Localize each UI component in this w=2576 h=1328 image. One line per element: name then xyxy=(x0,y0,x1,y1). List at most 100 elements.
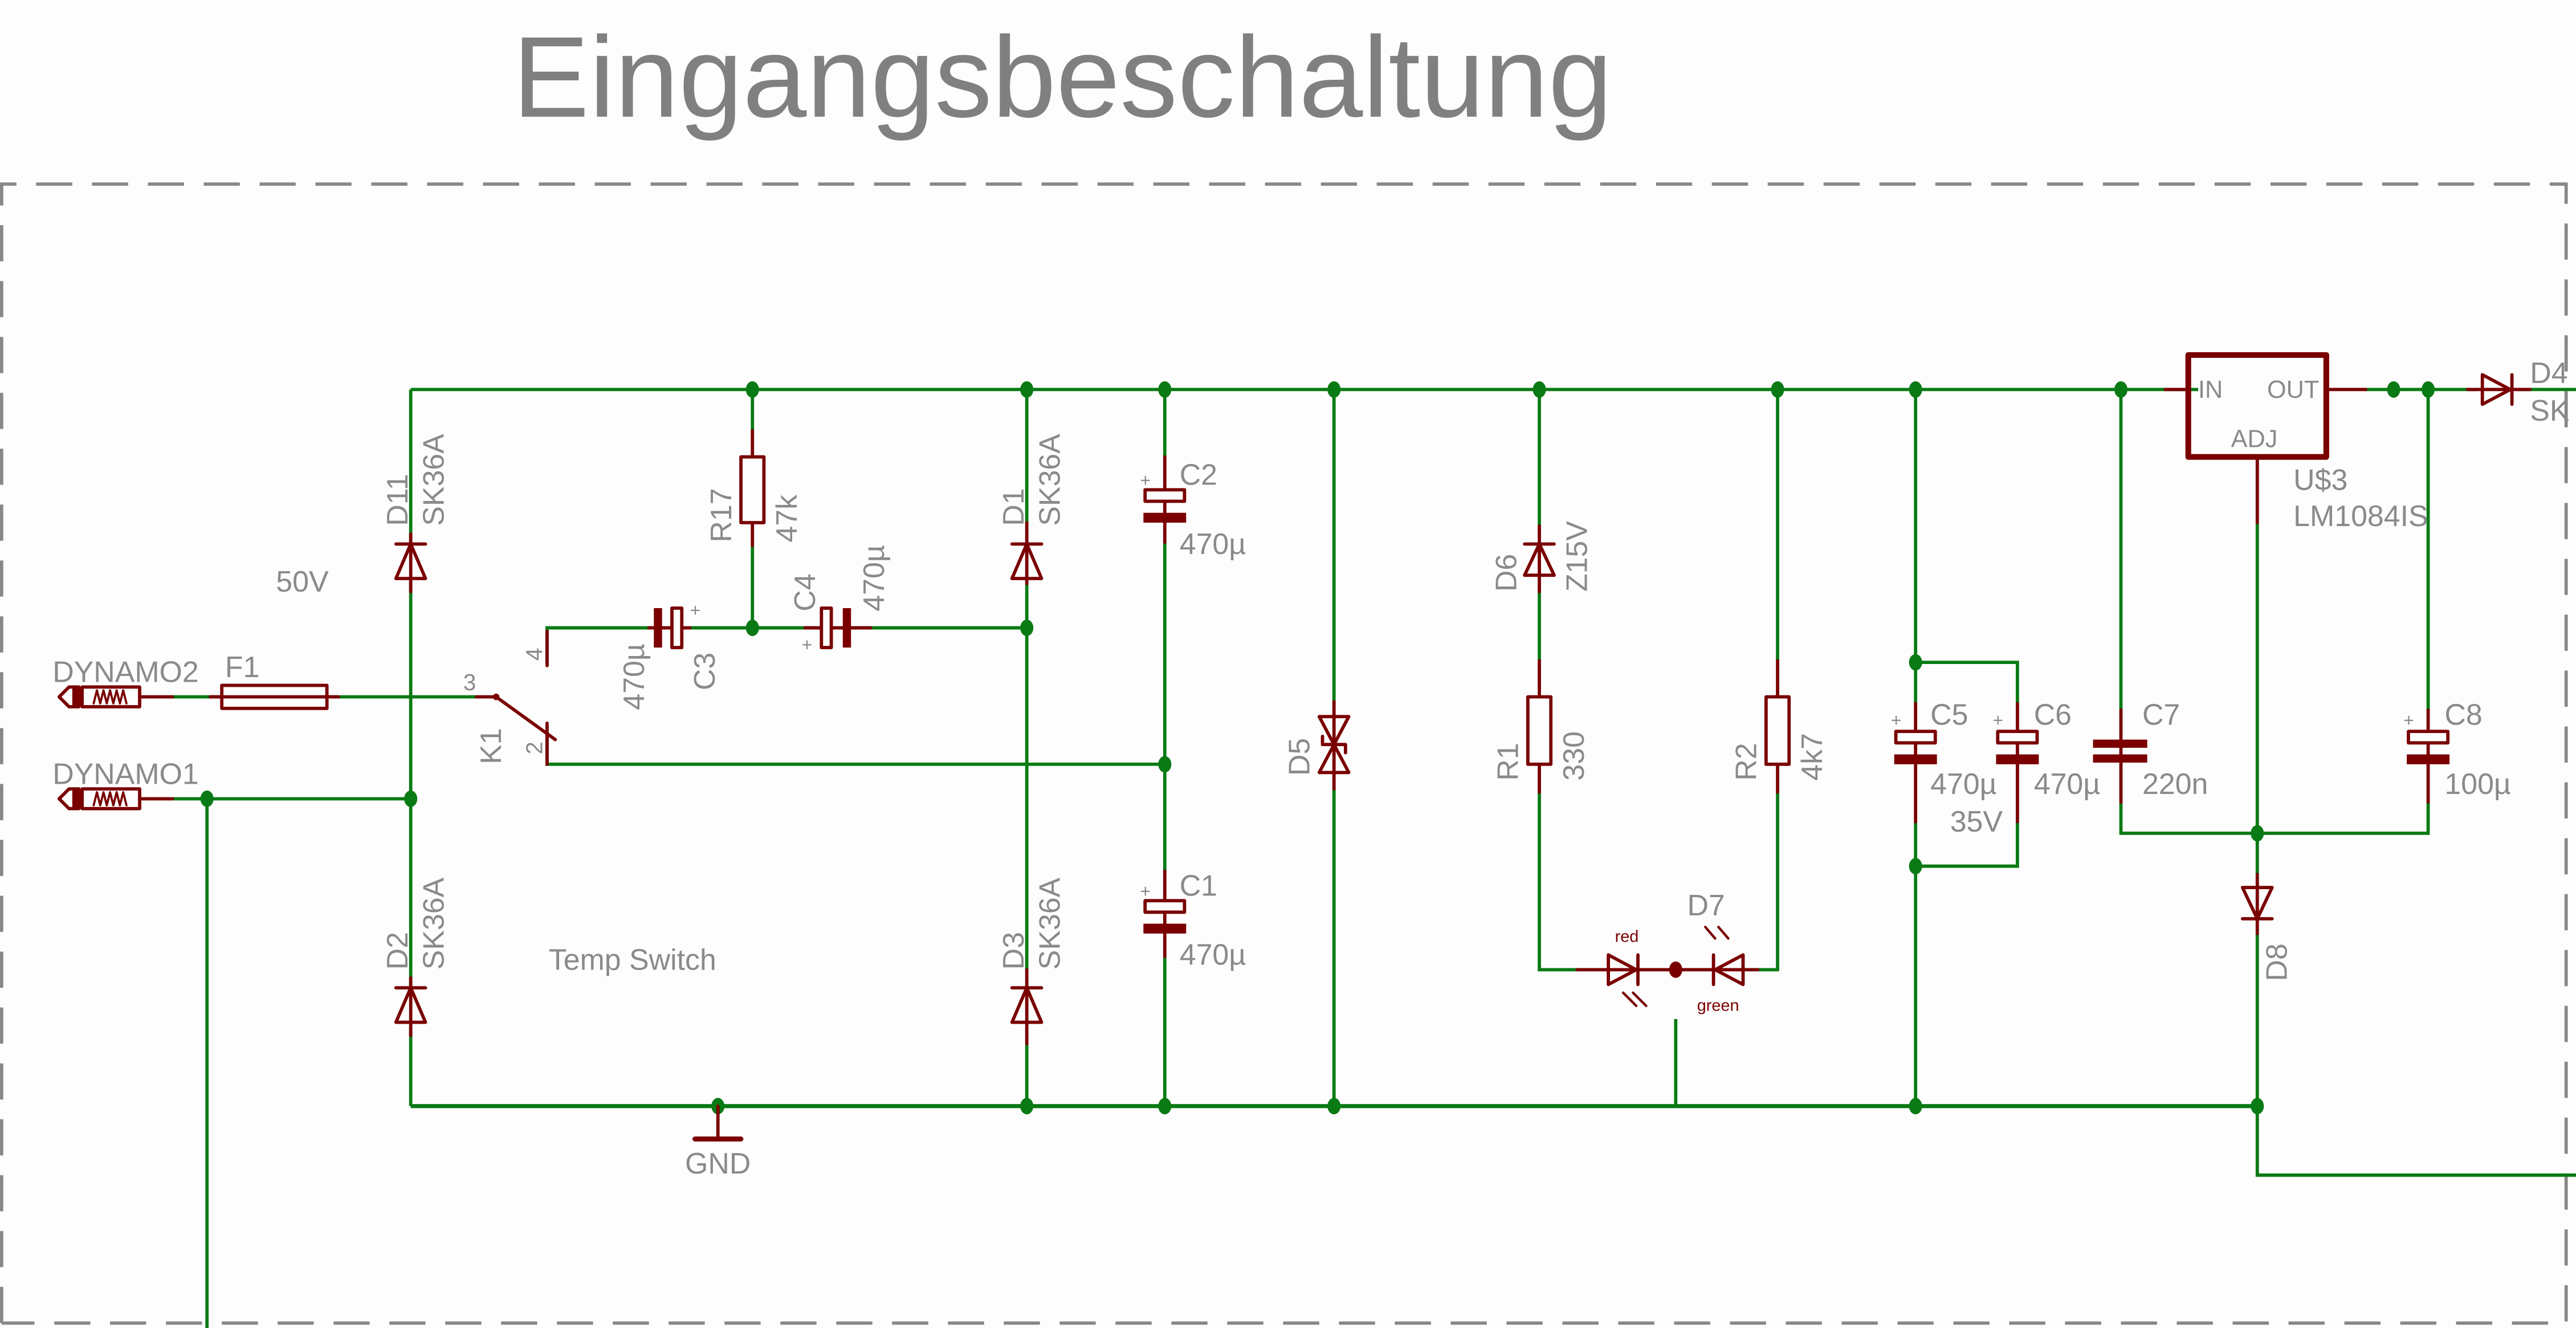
plus-icon: + xyxy=(1140,881,1151,901)
capacitor-c6[interactable]: + C6 470µ xyxy=(1993,698,2100,824)
component-value: 100µ xyxy=(2444,767,2510,800)
capacitor-c5[interactable]: + C5 470µ 35V xyxy=(1891,698,2003,838)
sheet-title: Eingangsbeschaltung xyxy=(512,13,1612,141)
diode-d11[interactable]: D11 SK36A xyxy=(381,434,450,594)
diode-icon xyxy=(1010,986,1044,1024)
diode-icon xyxy=(1010,542,1044,580)
component-name: K1 xyxy=(474,728,507,764)
ground-symbol[interactable]: GND xyxy=(685,1104,751,1180)
wire xyxy=(545,731,1165,766)
resistor-icon xyxy=(739,455,766,524)
wire xyxy=(1915,821,2019,868)
component-name: F1 xyxy=(225,650,260,683)
junction xyxy=(1532,381,1546,398)
diode-d4[interactable]: D4 SK xyxy=(2465,356,2570,427)
component-name: D11 xyxy=(381,474,414,526)
junction xyxy=(2114,381,2128,398)
junctions xyxy=(200,381,2435,1115)
pin-label: IN xyxy=(2198,376,2223,404)
wire xyxy=(1915,661,2019,704)
diode-d3[interactable]: D3 SK36A xyxy=(997,877,1066,1046)
component-value: SK36A xyxy=(417,434,450,526)
cap-plate-positive xyxy=(670,606,684,650)
junction xyxy=(1909,1098,1922,1115)
resistor-r17[interactable]: R17 47k xyxy=(704,429,803,548)
cap-plate-positive xyxy=(1894,730,1937,745)
capacitor-c3[interactable]: + 470µ C3 xyxy=(617,600,721,710)
wire xyxy=(2255,1106,2576,1177)
capacitor-c4[interactable]: + C4 470µ xyxy=(788,545,890,655)
component-value: Z15V xyxy=(1560,521,1593,592)
component-value: 470µ xyxy=(857,545,890,611)
component-value: LM1084IS xyxy=(2293,499,2428,532)
component-name: C6 xyxy=(2034,698,2072,731)
component-name: C7 xyxy=(2142,698,2180,731)
junction xyxy=(2251,825,2264,842)
cap-plate-negative xyxy=(654,608,662,648)
diode-d2[interactable]: D2 SK36A xyxy=(381,877,450,1037)
led-d7[interactable]: D7 red green xyxy=(1575,889,1760,1015)
component-value: SK36A xyxy=(1033,434,1066,526)
junction xyxy=(404,791,418,807)
capacitor-c7[interactable]: C7 220n xyxy=(2093,698,2208,804)
component-name: R2 xyxy=(1730,743,1763,780)
junction xyxy=(1020,381,1034,398)
wires xyxy=(172,388,2576,1328)
plus-icon: + xyxy=(1891,710,1902,731)
junction xyxy=(1327,1098,1341,1115)
led-red-icon xyxy=(1607,953,1640,987)
cap-plate-negative xyxy=(842,608,851,648)
capacitor-c1[interactable]: + C1 470µ xyxy=(1140,869,1246,971)
diode-d1[interactable]: D1 SK36A xyxy=(997,434,1066,585)
junction xyxy=(2422,381,2435,398)
component-name: D2 xyxy=(381,932,414,969)
zener-icon xyxy=(1523,542,1556,577)
component-value: 330 xyxy=(1557,731,1590,781)
junction xyxy=(1909,654,1922,671)
component-name: D1 xyxy=(997,488,1030,526)
tvs-diode-d5[interactable]: D5 xyxy=(1282,700,1351,791)
cap-plate xyxy=(2093,754,2147,763)
cap-plate-negative xyxy=(1143,512,1187,523)
switch-k1[interactable]: 3 4 2 K1 xyxy=(463,629,557,766)
component-name: C8 xyxy=(2444,698,2482,731)
junction xyxy=(1771,381,1784,398)
capacitor-c2[interactable]: + C2 470µ xyxy=(1140,455,1246,560)
diode-d8[interactable]: D8 xyxy=(2240,873,2293,981)
component-rating: 35V xyxy=(1950,805,2003,838)
cap-plate-positive xyxy=(2407,730,2450,745)
zener-d6[interactable]: D6 Z15V xyxy=(1490,521,1593,594)
temp-switch-note: Temp Switch xyxy=(549,943,716,976)
cap-plate-negative xyxy=(2407,754,2450,764)
connector-dynamo2[interactable]: DYNAMO2 xyxy=(52,655,199,708)
cap-plate-negative xyxy=(1996,754,2039,764)
component-value: 470µ xyxy=(2034,767,2100,800)
pin-label: ADJ xyxy=(2231,425,2278,453)
resistor-r1[interactable]: R1 330 xyxy=(1491,659,1590,794)
component-value: 470µ xyxy=(617,643,650,710)
resistor-r2[interactable]: R2 4k7 xyxy=(1730,659,1828,794)
pivot xyxy=(492,693,500,700)
voltage-note: 50V xyxy=(276,565,329,598)
component-name: R1 xyxy=(1491,743,1525,780)
junction xyxy=(1909,858,1922,875)
led-color-label: red xyxy=(1615,927,1639,946)
connector-dynamo1[interactable]: DYNAMO1 xyxy=(52,757,199,810)
regulator-body xyxy=(2185,352,2329,460)
light-arrows-icon xyxy=(1704,926,1730,940)
plus-icon: + xyxy=(1140,470,1151,491)
diode-icon xyxy=(2480,373,2514,406)
fuse-f1[interactable]: F1 xyxy=(209,650,340,710)
capacitor-c8[interactable]: + C8 100µ xyxy=(2403,698,2511,804)
component-name: D7 xyxy=(1687,889,1725,922)
plug-body xyxy=(72,789,83,809)
plus-icon: + xyxy=(1993,710,2004,731)
spring-icon xyxy=(92,791,128,806)
connector-label: DYNAMO2 xyxy=(52,655,199,689)
resistor-icon xyxy=(1526,695,1553,766)
regulator-u3[interactable]: IN OUT ADJ U$3 LM1084IS xyxy=(2163,352,2428,532)
plus-icon: + xyxy=(2403,710,2414,731)
component-name: U$3 xyxy=(2293,463,2347,496)
plus-icon: + xyxy=(690,600,701,620)
